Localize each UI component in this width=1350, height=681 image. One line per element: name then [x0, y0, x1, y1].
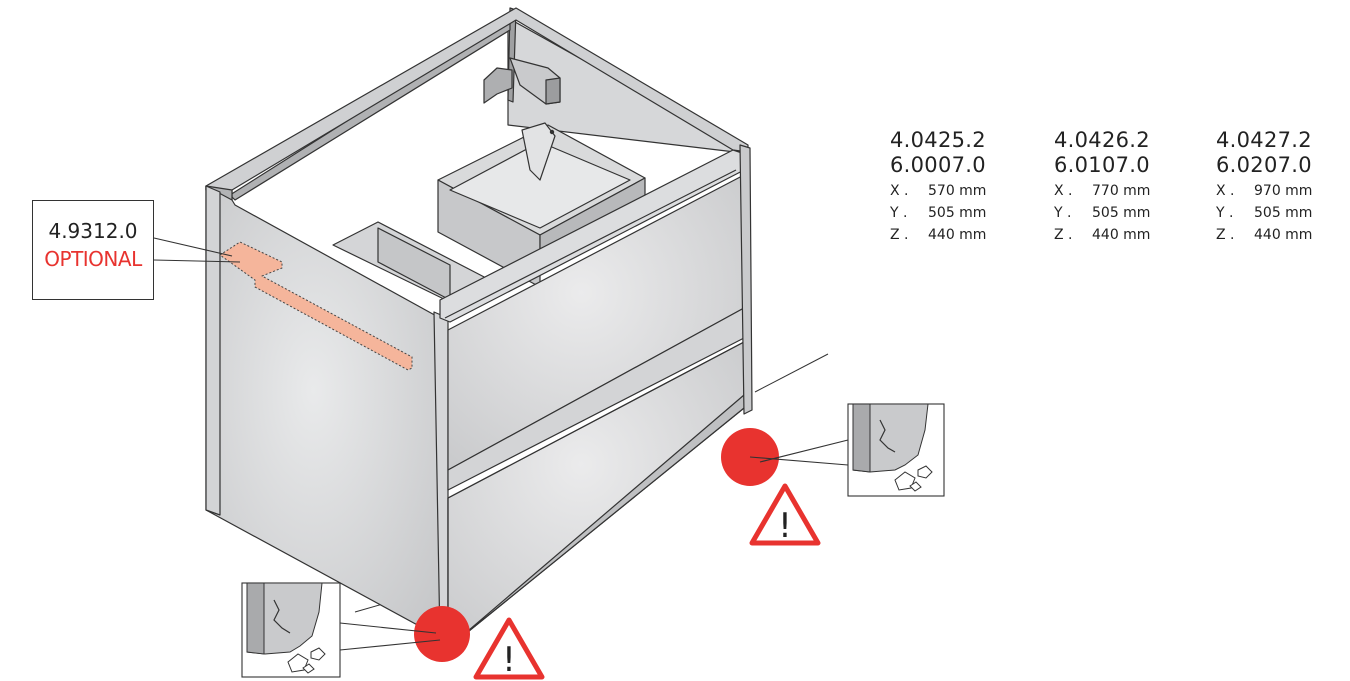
- dimension-x: X .970 mm: [1216, 183, 1313, 199]
- optional-label: OPTIONAL: [44, 247, 142, 271]
- dimension-x: X .570 mm: [890, 183, 987, 199]
- article-code: 6.0007.0: [890, 153, 986, 177]
- spec-column-770: 4.0426.2 6.0107.0 X .770 mm Y .505 mm Z …: [1054, 128, 1204, 246]
- part-code: 4.9312.0: [48, 219, 138, 243]
- spec-column-570: 4.0425.2 6.0007.0 X .570 mm Y .505 mm Z …: [890, 128, 1040, 246]
- dimension-z: Z .440 mm: [1216, 227, 1313, 243]
- damage-detail-left: [241, 582, 341, 678]
- warning-triangle-right: !: [749, 483, 821, 546]
- spec-column-970: 4.0427.2 6.0207.0 X .970 mm Y .505 mm Z …: [1216, 128, 1350, 246]
- impact-marker-right: [721, 428, 849, 486]
- optional-part-highlight: [219, 241, 413, 371]
- impact-marker-left: [339, 606, 470, 662]
- article-code: 4.0425.2: [890, 128, 986, 152]
- warning-triangle-left: !: [473, 617, 545, 680]
- dimension-y: Y .505 mm: [1054, 205, 1151, 221]
- warning-symbol: !: [778, 506, 792, 546]
- warning-symbol: !: [502, 640, 516, 680]
- damage-detail-right: [847, 403, 945, 497]
- optional-part-callout: 4.9312.0 OPTIONAL: [32, 200, 154, 300]
- article-code: 4.0427.2: [1216, 128, 1312, 152]
- dimension-x: X .770 mm: [1054, 183, 1151, 199]
- dimension-z: Z .440 mm: [1054, 227, 1151, 243]
- article-code: 6.0107.0: [1054, 153, 1150, 177]
- dimension-z: Z .440 mm: [890, 227, 987, 243]
- article-code: 4.0426.2: [1054, 128, 1150, 152]
- callout-leader-lines: [153, 237, 241, 263]
- cabinet-side-panel: [205, 185, 446, 641]
- dimension-y: Y .505 mm: [890, 205, 987, 221]
- dimension-y: Y .505 mm: [1216, 205, 1313, 221]
- cabinet-front: [433, 144, 753, 649]
- article-code: 6.0207.0: [1216, 153, 1312, 177]
